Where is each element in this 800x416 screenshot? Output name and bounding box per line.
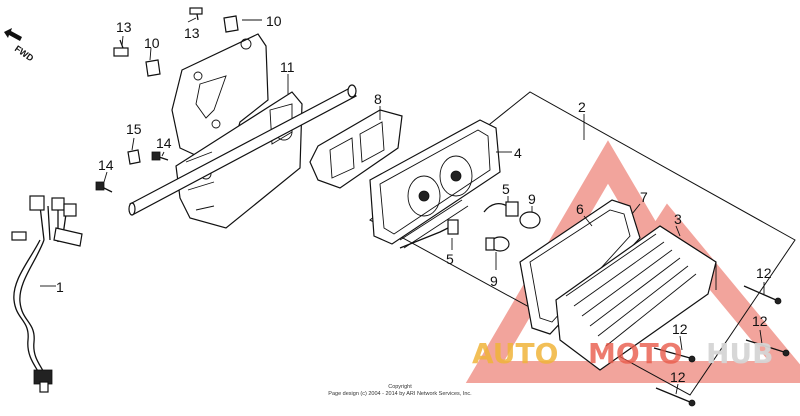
watermark-moto: MOTO: [588, 337, 683, 370]
callout-10-left: 10: [144, 35, 160, 51]
callout-2: 2: [578, 99, 586, 115]
callout-14-right: 14: [156, 135, 172, 151]
watermark-auto: AUTO: [472, 337, 558, 370]
lamp-housing: [369, 119, 501, 249]
wiring-harness: [11, 195, 83, 393]
callout-5-lower: 5: [446, 251, 454, 267]
callout-1: 1: [56, 279, 64, 295]
callout-9-upper: 9: [528, 191, 536, 207]
callout-15: 15: [126, 121, 142, 137]
fwd-label: FWD: [13, 43, 36, 63]
leader-lines: [40, 17, 765, 395]
callout-14-left: 14: [98, 157, 114, 173]
sockets-and-bulbs: [399, 201, 541, 252]
callout-9-lower: 9: [490, 273, 498, 289]
callout-4: 4: [514, 145, 522, 161]
copyright-notice: Copyright Page design (c) 2004 - 2014 by…: [328, 384, 472, 397]
callout-13-top: 13: [116, 19, 132, 35]
lens-screws: [653, 285, 790, 407]
gasket: [309, 109, 403, 189]
callout-5-upper: 5: [502, 181, 510, 197]
callout-7: 7: [640, 189, 648, 205]
callout-11: 11: [280, 59, 295, 75]
lens-gasket: [519, 199, 641, 335]
watermark-hub: HUB: [706, 337, 774, 370]
callout-12-upper-right: 12: [756, 265, 772, 281]
callout-12-bottom: 12: [670, 369, 686, 385]
tail-light-lens: [555, 225, 717, 371]
callout-3: 3: [674, 211, 682, 227]
callout-8: 8: [374, 91, 382, 107]
callout-10-right: 10: [266, 13, 282, 29]
copyright-line2: Page design (c) 2004 - 2014 by ARI Netwo…: [328, 391, 472, 397]
fwd-indicator: FWD: [4, 28, 36, 64]
callout-6: 6: [576, 201, 584, 217]
callout-labels: 13 10 13 10 11 8 2 4 15 14 14 5 5 9 9 7 …: [56, 13, 772, 385]
copyright-line1: Copyright: [388, 384, 412, 390]
mounting-bracket: [128, 33, 357, 229]
callout-13-mid: 13: [184, 25, 200, 41]
callout-12-lower-right: 12: [752, 313, 768, 329]
watermark-text: AUTO MOTO HUB: [472, 337, 774, 370]
small-hardware: [95, 7, 239, 193]
fwd-arrow-icon: [4, 28, 22, 41]
callout-12-middle: 12: [672, 321, 688, 337]
